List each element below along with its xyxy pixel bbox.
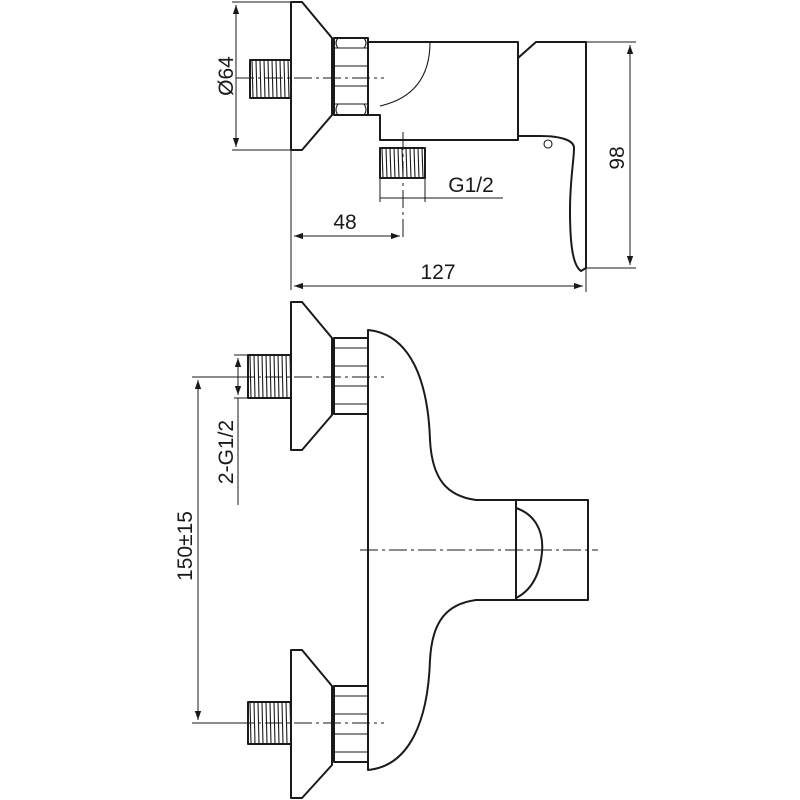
label-total-depth: 127 [420,261,455,284]
dim-outlet-offset: 48 [290,150,400,290]
label-total-height: 98 [606,146,629,169]
thread-hatch [251,59,290,99]
label-inlet-threads: 2-G1/2 [215,420,238,484]
dim-inlet-spacing: 150±15 [174,376,236,724]
front-upper-hex-nut [333,337,369,415]
dim-total-depth: 127 [294,261,587,292]
side-view [236,1,587,272]
side-mixer-body [367,41,519,141]
front-lever-face [515,507,544,599]
label-outlet-offset: 48 [333,211,356,234]
label-flange-diameter: Ø64 [215,56,238,96]
label-outlet-thread: G1/2 [448,174,494,197]
dim-inlet-threads: 2-G1/2 [215,354,248,505]
side-lever-handle [517,41,587,272]
side-lever-screw [543,139,553,149]
side-hex-nut [333,37,369,116]
side-flange [290,1,333,151]
label-inlet-spacing: 150±15 [174,511,197,581]
dim-total-height: 98 [586,41,636,269]
side-inlet-thread [249,59,292,99]
front-upper-flange [290,301,333,451]
front-lower-flange [290,649,333,799]
dim-flange-diameter: Ø64 [215,1,291,151]
front-lower-hex-nut [333,685,369,763]
thread-hatch [381,147,424,179]
front-view [236,301,598,799]
dim-outlet-thread: G1/2 [379,174,503,202]
side-body-recess [379,41,431,107]
